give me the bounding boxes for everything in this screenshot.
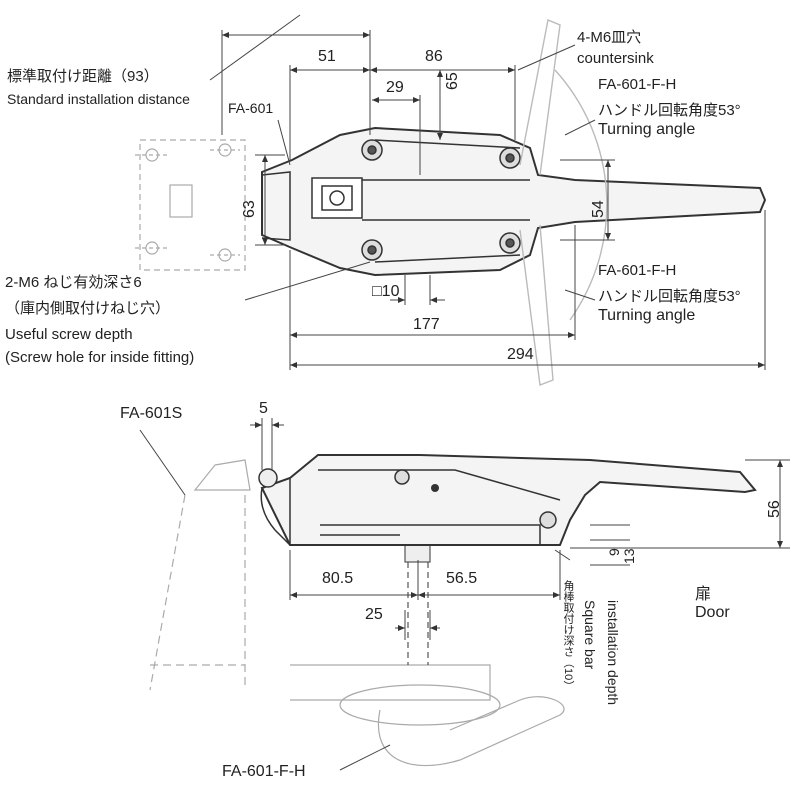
- door-jp: 扉: [695, 586, 712, 603]
- fa601s-label: FA-601S: [120, 405, 183, 422]
- fah-top-code: FA-601-F-H: [598, 76, 677, 93]
- dim-294: 294: [507, 346, 534, 363]
- fah-bot-en: Turning angle: [598, 307, 696, 324]
- standard-distance-jp: 標準取付け距離（93）: [7, 68, 159, 85]
- fah-bottom-label: FA-601-F-H: [222, 763, 306, 780]
- dim-25: 25: [365, 606, 383, 623]
- fah-bot-jp: ハンドル回転角度53°: [598, 288, 741, 305]
- dim-10: □10: [372, 283, 400, 300]
- fah-top-en: Turning angle: [598, 121, 696, 138]
- dim-86: 86: [425, 48, 443, 65]
- dim-13: 13: [621, 548, 637, 564]
- m6-countersink-en: countersink: [577, 50, 654, 67]
- dim-80-5: 80.5: [322, 570, 354, 587]
- square-bar-en1: Square bar: [582, 600, 598, 670]
- dim-29: 29: [386, 79, 404, 96]
- dim-56: 56: [766, 500, 783, 518]
- screw-depth-en: Useful screw depth: [5, 326, 133, 343]
- m6-countersink-jp: 4-M6皿穴: [577, 29, 642, 46]
- door-en: Door: [695, 604, 730, 621]
- dim-5: 5: [259, 400, 268, 417]
- dim-54: 54: [590, 200, 607, 218]
- dim-63: 63: [241, 200, 258, 218]
- dim-9: 9: [606, 548, 622, 556]
- fa601-label: FA-601: [228, 100, 274, 116]
- dim-56-5: 56.5: [446, 570, 478, 587]
- dim-177: 177: [413, 316, 440, 333]
- dim-51: 51: [318, 48, 336, 65]
- screw-hole-jp: （庫内側取付けねじ穴）: [5, 300, 171, 317]
- square-bar-jp: 角棒取付け深さ（10）: [562, 580, 574, 692]
- standard-distance-en: Standard installation distance: [7, 91, 190, 107]
- fah-top-jp: ハンドル回転角度53°: [598, 102, 741, 119]
- fah-bot-code: FA-601-F-H: [598, 262, 677, 279]
- screw-depth-jp: 2-M6 ねじ有効深さ6: [5, 274, 142, 291]
- square-bar-en2: installation depth: [605, 600, 621, 706]
- fa601-plate: [135, 139, 246, 271]
- screw-hole-en: (Screw hole for inside fitting): [5, 349, 195, 366]
- dim-65: 65: [444, 72, 461, 90]
